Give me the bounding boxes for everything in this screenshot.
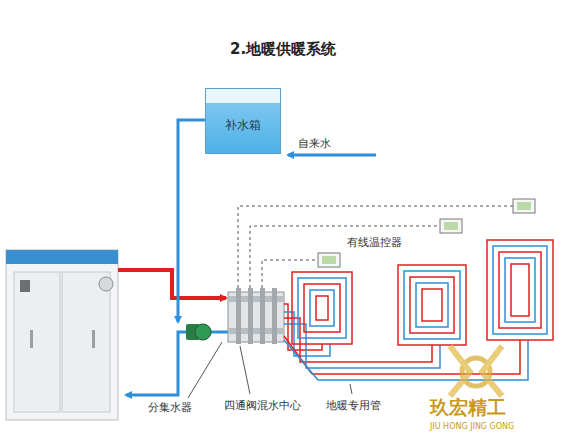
return-pipe	[126, 332, 228, 395]
mixing-center-label: 四通阀混水中心	[222, 399, 303, 412]
thermostat	[318, 199, 535, 267]
watermark-text: 玖宏精工	[428, 396, 508, 419]
watermark-pinyin: JIU HONG JING GONG	[428, 422, 516, 432]
supply-pipe	[118, 270, 226, 298]
watermark-logo	[450, 346, 502, 396]
tap-pipe	[288, 154, 376, 157]
makeup-pipe	[178, 120, 205, 322]
tap-water-label: 自来水	[296, 137, 333, 150]
manifold	[228, 288, 284, 344]
manifold-label: 分集水器	[146, 401, 194, 414]
floor-pipe-label: 地暖专用管	[324, 399, 383, 412]
diagram-title: 2.地暖供暖系统	[230, 40, 336, 58]
thermostat-label: 有线温控器	[345, 236, 404, 249]
tank-label: 补水箱	[225, 110, 261, 132]
water-tank: 补水箱	[205, 88, 281, 154]
circulation-pump	[186, 324, 211, 340]
electric-boiler	[6, 250, 118, 420]
floor-coil	[292, 240, 553, 345]
thermostat-wire	[238, 206, 513, 288]
leader-line	[188, 342, 352, 398]
